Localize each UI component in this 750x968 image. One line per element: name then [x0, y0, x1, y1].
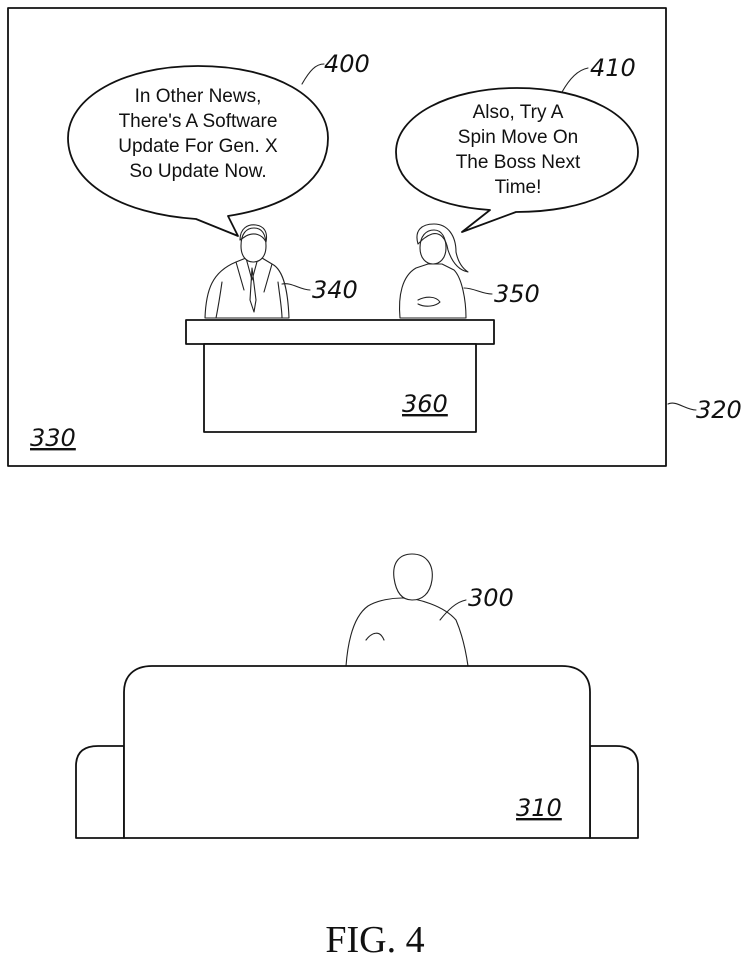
figure-caption: FIG. 4 — [325, 919, 424, 961]
speech-bubble-400: In Other News, There's A Software Update… — [67, 65, 329, 237]
ref-320: 320 — [696, 396, 742, 424]
news-desk — [185, 319, 495, 433]
male-news-anchor — [204, 224, 290, 319]
bubble-400-line-4: So Update Now. — [129, 161, 266, 182]
ref-400: 400 — [324, 50, 370, 78]
ref-340: 340 — [312, 276, 358, 304]
leader-300 — [439, 599, 467, 621]
leader-400 — [301, 63, 325, 85]
ref-360: 360 — [402, 390, 448, 418]
bubble-400-line-3: Update For Gen. X — [118, 136, 278, 157]
female-news-anchor — [398, 223, 469, 319]
bubble-410-line-1: Also, Try A — [473, 102, 564, 123]
leader-350 — [463, 287, 493, 295]
bubble-410-line-2: Spin Move On — [458, 127, 578, 148]
bubble-400-line-1: In Other News, — [135, 86, 262, 107]
ref-410: 410 — [590, 54, 636, 82]
leader-340 — [281, 283, 311, 291]
leader-320 — [667, 402, 697, 411]
couch — [75, 665, 639, 839]
ref-300: 300 — [468, 584, 514, 612]
viewer-person — [345, 553, 469, 667]
bubble-410-line-3: The Boss Next — [456, 152, 581, 173]
leader-410 — [561, 67, 589, 93]
bubble-400-line-2: There's A Software — [119, 111, 278, 132]
ref-330: 330 — [30, 424, 76, 452]
bubble-410-line-4: Time! — [495, 177, 542, 198]
ref-310: 310 — [516, 794, 562, 822]
ref-350: 350 — [494, 280, 540, 308]
speech-bubble-410: Also, Try A Spin Move On The Boss Next T… — [395, 87, 639, 233]
